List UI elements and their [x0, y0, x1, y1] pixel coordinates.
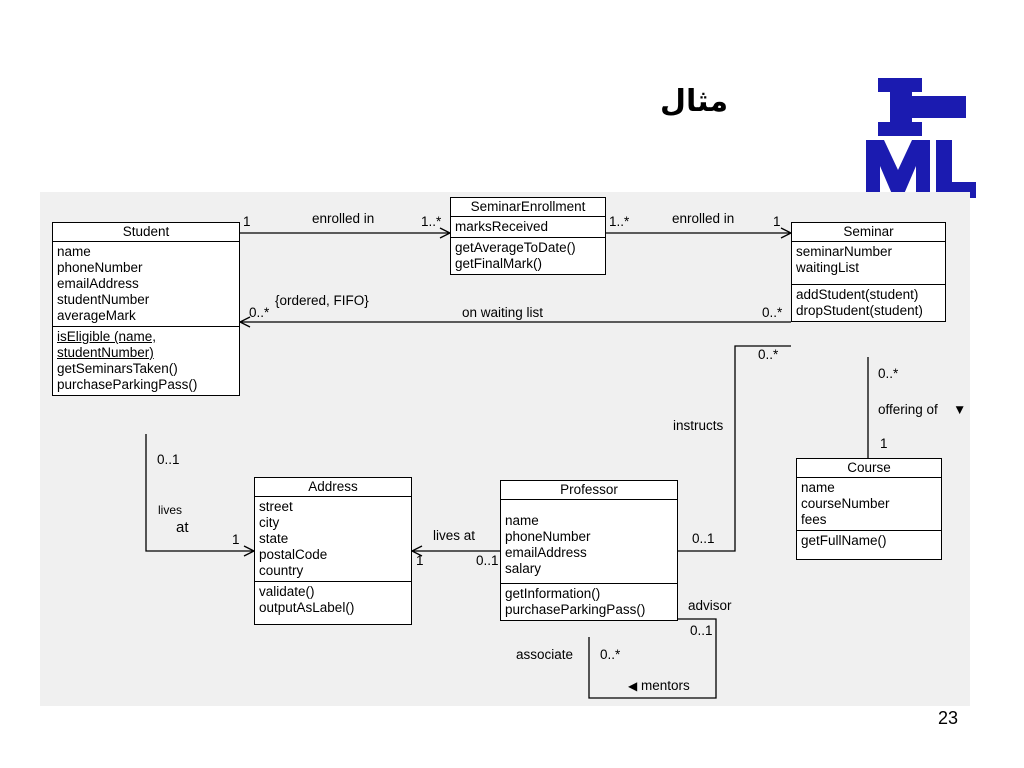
class-name: SeminarEnrollment	[451, 198, 605, 217]
attribute: studentNumber	[57, 292, 150, 307]
arrowhead-icon	[410, 545, 423, 557]
association-label: enrolled in	[312, 211, 375, 226]
class-name: Address	[255, 478, 411, 497]
operation: isEligible (name,	[57, 329, 157, 344]
operation: getAverageToDate()	[455, 240, 576, 255]
class-seminar-enrollment[interactable]: SeminarEnrollment marksReceived getAvera…	[450, 197, 606, 275]
attribute: name	[505, 513, 539, 528]
attribute: city	[259, 515, 280, 530]
association-label: lives at	[433, 528, 476, 543]
class-address[interactable]: Address street city state postalCode cou…	[254, 477, 412, 625]
operation: getFullName()	[801, 533, 887, 548]
class-name: Seminar	[792, 223, 945, 242]
operation: getFinalMark()	[455, 256, 543, 271]
multiplicity-label: 0..*	[249, 305, 270, 320]
attribute: averageMark	[57, 308, 136, 323]
attribute: salary	[505, 561, 542, 576]
operation: purchaseParkingPass()	[505, 602, 646, 617]
role-label: associate	[516, 647, 574, 662]
association-label: at	[176, 519, 189, 536]
multiplicity-label: 1	[416, 553, 424, 568]
attributes: seminarNumber waitingList	[792, 242, 945, 284]
multiplicity-label: 0..*	[758, 347, 779, 362]
operation: getSeminarsTaken()	[57, 361, 178, 376]
class-seminar[interactable]: Seminar seminarNumber waitingList addStu…	[791, 222, 946, 322]
operations: addStudent(student) dropStudent(student)	[792, 284, 945, 321]
slide-title: مثال	[660, 84, 729, 119]
attributes: name phoneNumber emailAddress salary	[501, 500, 677, 583]
attribute: street	[259, 499, 293, 514]
direction-triangle-icon: ◀	[628, 679, 638, 693]
multiplicity-label: 0..1	[690, 623, 713, 638]
attributes: name phoneNumber emailAddress studentNum…	[53, 242, 239, 326]
operation: validate()	[259, 584, 315, 599]
multiplicity-label: 1..*	[421, 214, 442, 229]
operation: studentNumber)	[57, 345, 154, 360]
operation: outputAsLabel()	[259, 600, 355, 615]
multiplicity-label: 0..*	[600, 647, 621, 662]
class-name: Course	[797, 459, 941, 478]
class-name: Student	[53, 223, 239, 242]
multiplicity-label: 0..1	[476, 553, 499, 568]
multiplicity-label: 1	[773, 214, 781, 229]
association-label: mentors	[641, 678, 690, 693]
constraint-label: {ordered, FIFO}	[275, 293, 369, 308]
attribute: name	[801, 480, 835, 495]
multiplicity-label: 1..*	[609, 214, 630, 229]
operation: addStudent(student)	[796, 287, 919, 302]
attribute: fees	[801, 512, 827, 527]
class-student[interactable]: Student name phoneNumber emailAddress st…	[52, 222, 240, 396]
operation: purchaseParkingPass()	[57, 377, 198, 392]
multiplicity-label: 0..1	[692, 531, 715, 546]
assoc-instructs	[678, 345, 791, 552]
role-label: advisor	[688, 598, 732, 613]
association-label: lives	[158, 503, 183, 517]
operations: isEligible (name, studentNumber) getSemi…	[53, 326, 239, 395]
class-professor[interactable]: Professor name phoneNumber emailAddress …	[500, 480, 678, 621]
association-label: enrolled in	[672, 211, 735, 226]
attribute: emailAddress	[505, 545, 587, 560]
attribute: country	[259, 563, 304, 578]
slide-number: 23	[938, 708, 959, 728]
operation: getInformation()	[505, 586, 601, 601]
attribute: phoneNumber	[57, 260, 143, 275]
association-label: on waiting list	[462, 305, 544, 320]
multiplicity-label: 0..1	[157, 452, 180, 467]
operations: getFullName()	[797, 530, 941, 559]
assoc-student-address	[145, 434, 254, 552]
attribute: seminarNumber	[796, 244, 893, 259]
attribute: emailAddress	[57, 276, 139, 291]
multiplicity-label: 1	[232, 532, 240, 547]
association-label: offering of	[878, 402, 938, 417]
operation: dropStudent(student)	[796, 303, 923, 318]
multiplicity-label: 1	[243, 214, 251, 229]
multiplicity-label: 0..*	[878, 366, 899, 381]
multiplicity-label: 1	[880, 436, 888, 451]
class-course[interactable]: Course name courseNumber fees getFullNam…	[796, 458, 942, 560]
association-label: instructs	[673, 418, 724, 433]
attributes: street city state postalCode country	[255, 497, 411, 581]
class-name: Professor	[501, 481, 677, 500]
uml-logo-icon	[866, 78, 976, 198]
operations: getInformation() purchaseParkingPass()	[501, 583, 677, 620]
attribute: phoneNumber	[505, 529, 591, 544]
attribute: state	[259, 531, 289, 546]
arrowhead-icon	[238, 316, 251, 328]
direction-triangle-icon: ▼	[953, 402, 967, 417]
multiplicity-label: 0..*	[762, 305, 783, 320]
attributes: marksReceived	[451, 217, 605, 237]
attribute: name	[57, 244, 91, 259]
operations: validate() outputAsLabel()	[255, 581, 411, 624]
attribute: marksReceived	[455, 219, 549, 234]
attribute: courseNumber	[801, 496, 890, 511]
attribute: postalCode	[259, 547, 328, 562]
attributes: name courseNumber fees	[797, 478, 941, 530]
attribute: waitingList	[796, 260, 860, 275]
operations: getAverageToDate() getFinalMark()	[451, 237, 605, 274]
assoc-mentors	[588, 618, 717, 699]
